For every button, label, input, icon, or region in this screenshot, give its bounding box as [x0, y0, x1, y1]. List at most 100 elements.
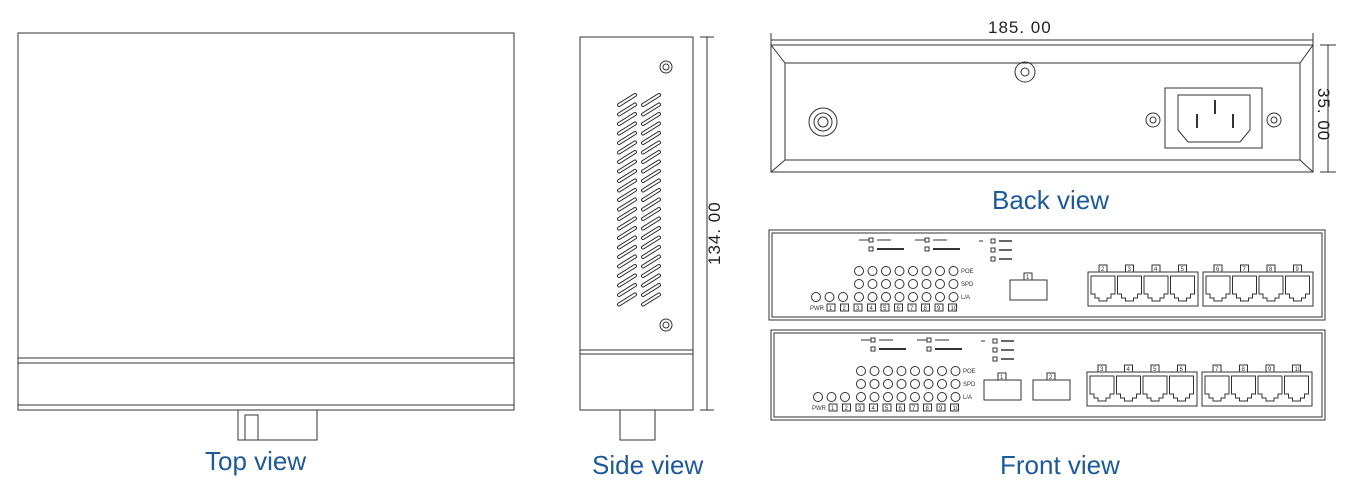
back-view: 185. 00 35. 00	[770, 18, 1336, 173]
port-led	[881, 266, 891, 276]
legend-led	[990, 247, 996, 253]
port-number-box	[1150, 364, 1160, 373]
power-label: PWR	[810, 306, 825, 312]
port-led	[950, 379, 961, 389]
vent-slot-inner	[618, 141, 636, 154]
vent-slot-inner	[642, 255, 660, 268]
rj45-port-number: 7	[1215, 367, 1219, 373]
port-led	[950, 392, 961, 402]
power-socket-icon	[1164, 87, 1263, 149]
vent-slot-inner	[618, 293, 636, 306]
sfp-port	[1032, 379, 1071, 401]
sfp-port-number: 2	[1049, 375, 1053, 381]
legend-led	[870, 337, 876, 343]
port-number-box	[997, 372, 1007, 381]
port-led	[883, 392, 893, 402]
port-led	[894, 292, 905, 302]
port-number-box	[948, 303, 957, 312]
side-view: 134. 00	[579, 36, 724, 441]
legend-led	[868, 246, 874, 252]
vent-slot-inner	[618, 94, 636, 106]
port-number-box	[1292, 364, 1301, 373]
vent-slot-inner	[618, 179, 636, 192]
power-led	[811, 292, 821, 302]
port-number: 6	[899, 406, 903, 412]
legend-led	[990, 256, 996, 262]
height-dimension: 35. 00	[1314, 88, 1333, 141]
port-led	[867, 279, 878, 289]
vent-slot-inner	[618, 113, 636, 125]
port-number-box	[880, 303, 890, 312]
port-number-box	[1097, 364, 1107, 373]
port-number-box	[882, 403, 892, 412]
port-number-box	[842, 403, 851, 412]
caption-side-view: Side view	[592, 450, 704, 480]
port-led	[910, 392, 920, 402]
port-number-box	[867, 303, 876, 312]
port-number-box	[1177, 364, 1186, 373]
led-row-label: SPD	[961, 282, 974, 288]
port-number: 8	[926, 406, 930, 412]
port-led	[856, 379, 866, 389]
rj45-port	[1089, 375, 1115, 402]
sfp-port-number: 1	[1026, 275, 1030, 281]
rj45-port	[1284, 375, 1309, 402]
port-number-box	[894, 303, 903, 312]
rj45-port-number: 5	[1181, 267, 1185, 273]
port-led	[910, 379, 920, 389]
port-number-box	[1239, 364, 1248, 373]
port-led	[869, 366, 880, 376]
port-number: 3	[856, 306, 860, 312]
port-led	[908, 292, 918, 302]
panel-outline	[768, 229, 1326, 321]
port-led	[896, 392, 907, 402]
port-led	[869, 379, 880, 389]
caption-back-view: Back view	[992, 185, 1110, 215]
port-number: 9	[939, 406, 943, 412]
depth-dimension: 134. 00	[705, 201, 724, 265]
vent-slot-inner	[642, 189, 660, 201]
port-led	[869, 392, 880, 402]
port-number-box	[1178, 264, 1187, 273]
port-led	[937, 392, 947, 402]
vent-slot-inner	[618, 217, 636, 230]
vent-slot-inner	[618, 132, 636, 144]
legend-led	[992, 347, 998, 353]
port-number-box	[1124, 364, 1133, 373]
vent-slot-inner	[642, 122, 660, 135]
port-led	[908, 266, 918, 276]
port-number-box	[840, 303, 849, 312]
rj45-port-number: 3	[1128, 267, 1132, 273]
port-number-box	[853, 303, 863, 312]
panel-inner	[773, 332, 1323, 418]
vent-slot-inner	[618, 236, 636, 249]
port-number-box	[1098, 264, 1108, 273]
vent-slot-inner	[642, 246, 660, 258]
port-led	[910, 366, 920, 376]
port-number-box	[950, 403, 959, 412]
port-led	[856, 366, 866, 376]
port-number-box	[1151, 264, 1161, 273]
vent-slot-inner	[618, 103, 636, 116]
vent-slot-inner	[618, 265, 636, 277]
port-number: 3	[858, 406, 862, 412]
vent-slot-inner	[618, 255, 636, 268]
port-number-box	[855, 403, 865, 412]
port-number: 2	[843, 306, 847, 312]
vent-slot-inner	[642, 274, 660, 287]
led-row-label: L/A	[961, 295, 970, 301]
rj45-port	[1285, 275, 1310, 302]
width-dimension: 185. 00	[988, 18, 1052, 37]
port-led	[896, 379, 907, 389]
port-number: 4	[870, 306, 874, 312]
port-number: 1	[831, 406, 835, 412]
port-led	[854, 292, 864, 302]
rj45-port	[1169, 375, 1194, 402]
led-row-label: L/A	[963, 395, 972, 401]
screw-icon	[659, 60, 673, 74]
port-led	[856, 392, 866, 402]
caption-front-view: Front view	[1000, 450, 1120, 480]
port-led	[921, 279, 932, 289]
top-view	[17, 32, 515, 441]
